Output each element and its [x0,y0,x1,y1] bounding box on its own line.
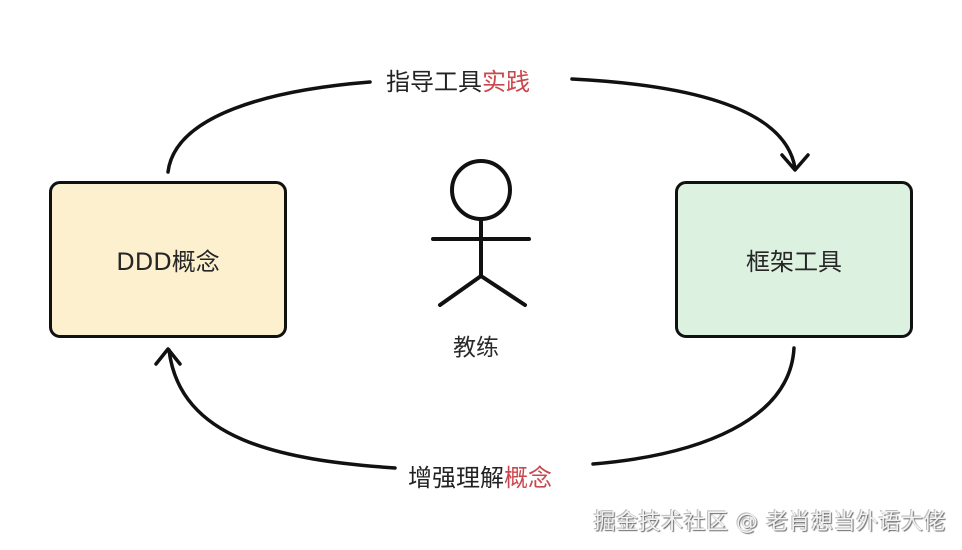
edge-label-enhance-understanding: 增强理解概念 [402,458,558,493]
node-framework-tools-label: 框架工具 [746,248,842,276]
watermark: 掘金技术社区 @ 老肖想当外语大佬 [593,510,946,535]
edge-label-guide-practice: 指导工具实践 [380,62,536,97]
edge-label-highlight: 实践 [482,68,530,96]
edge-framework-to-ddd [591,346,796,466]
node-ddd-concept-label: DDD概念 [116,248,220,276]
edge-label-plain: 指导工具 [386,68,482,96]
actor-stick-figure-icon [431,159,531,307]
edge-label-highlight: 概念 [504,464,552,492]
node-framework-tools: 框架工具 [675,181,913,338]
actor-label-coach: 教练 [453,335,499,361]
edge-ddd-to-framework [166,80,372,174]
node-ddd-concept: DDD概念 [49,181,287,338]
arrowhead-down-icon [780,153,810,172]
arrowhead-up-icon [154,347,182,366]
edge-label-plain: 增强理解 [408,464,504,492]
edge-ddd-to-framework-tail [570,77,797,170]
edge-framework-to-ddd-tail [167,348,397,470]
